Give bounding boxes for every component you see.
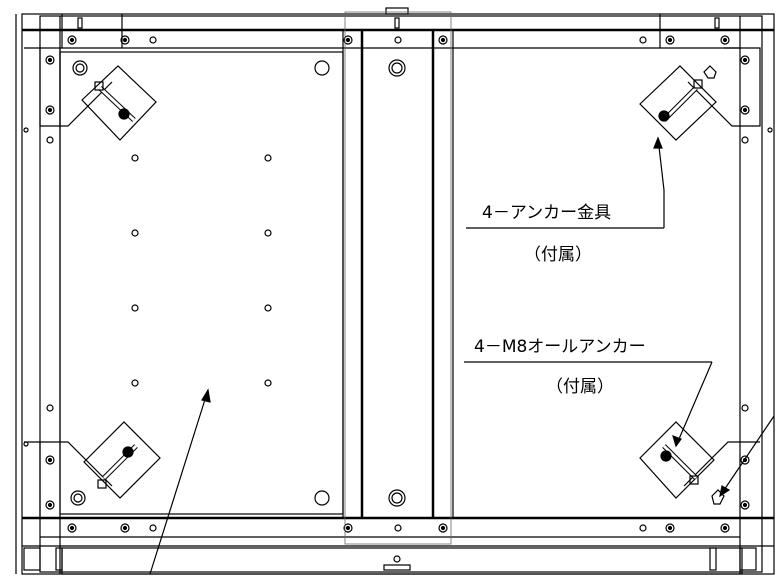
anchor-bracket-label: 4－アンカー金具 [482,203,611,223]
leader-bottom-left [149,388,211,575]
center-column [342,11,454,545]
left-panel [59,51,344,515]
leader-all-anchor [464,361,713,448]
all-anchor-note: （付属） [546,377,614,397]
anchor-bracket-top-left [81,65,157,141]
feet [23,547,757,571]
all-anchor-label: 4－M8オールアンカー [474,337,646,357]
corner-gussets [24,14,761,518]
anchor-bracket-bottom-left [83,421,161,499]
side-rails [23,55,773,510]
anchor-bracket-bottom-right [639,421,725,505]
leader-bottom-right [719,415,775,498]
top-rail-holes [67,7,730,45]
bottom-rail-holes [67,523,730,571]
leader-anchor-bracket [466,136,665,229]
anchor-bracket-top-right [639,65,717,141]
anchor-bracket-note: （付属） [524,245,592,265]
